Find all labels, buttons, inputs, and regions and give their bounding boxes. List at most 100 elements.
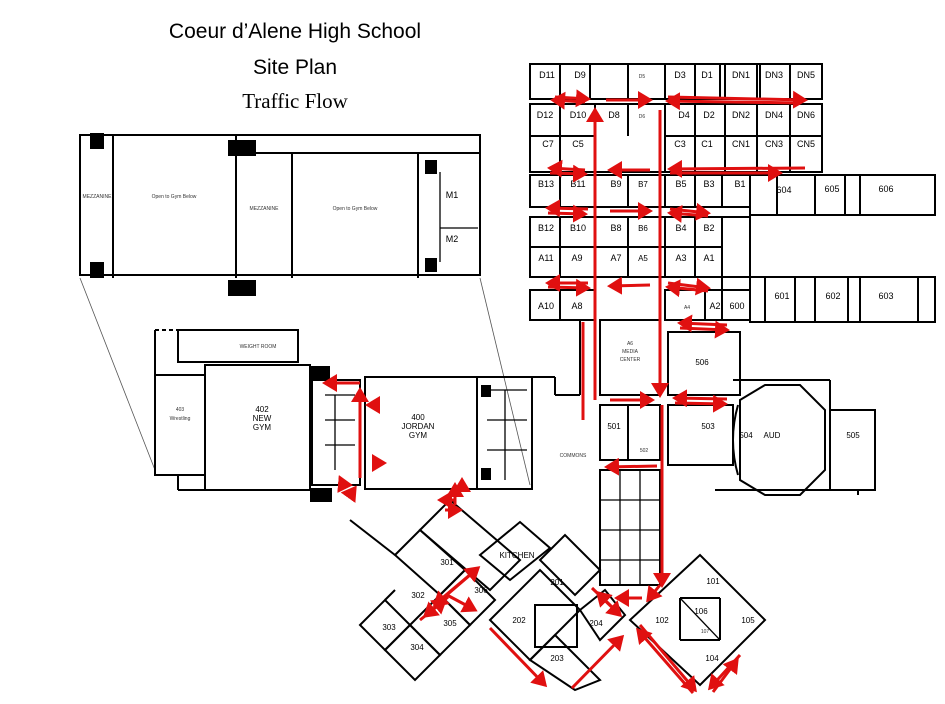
room-a7: A7	[610, 253, 621, 263]
room-c5: C5	[572, 139, 584, 149]
kitchen-label: KITCHEN	[499, 551, 534, 560]
room-505: 505	[846, 431, 860, 440]
room-101: 101	[706, 577, 720, 586]
room-600: 600	[729, 301, 744, 311]
room-302: 302	[411, 591, 425, 600]
site-plan-subtitle: Site Plan	[252, 56, 338, 79]
room-201: 201	[550, 578, 564, 587]
room-304: 304	[410, 643, 424, 652]
room-601: 601	[774, 291, 789, 301]
room-b8: B8	[610, 223, 621, 233]
room-b13: B13	[538, 179, 554, 189]
room-b11: B11	[570, 179, 585, 189]
room-a8: A8	[571, 301, 582, 311]
room-102: 102	[655, 616, 669, 625]
room-605: 605	[824, 184, 839, 194]
room-d4: D4	[678, 110, 690, 120]
jordan-gym-label-1: JORDAN	[402, 422, 435, 431]
room-d2: D2	[703, 110, 715, 120]
room-a5: A5	[638, 254, 648, 263]
room-606: 606	[878, 184, 893, 194]
gym-wing: WEIGHT ROOM 403 Wrestling 402 NEW GYM 40…	[154, 329, 556, 502]
room-204: 204	[589, 619, 603, 628]
room-305: 305	[443, 619, 457, 628]
media-center-label-1: A6	[627, 341, 633, 347]
room-m2: M2	[446, 234, 459, 244]
room-dn1: DN1	[732, 70, 750, 80]
school-name-title: Coeur d’Alene High School	[168, 20, 422, 43]
room-a1: A1	[703, 253, 714, 263]
south-wing: 301 302 303 304 305 306 KITCHEN 201 202 …	[349, 498, 767, 692]
room-d6: D6	[639, 114, 646, 120]
room-502: 502	[640, 448, 649, 454]
room-b5: B5	[675, 179, 686, 189]
room-dn6: DN6	[797, 110, 815, 120]
wrestling-room-name: Wrestling	[170, 416, 191, 422]
room-506: 506	[695, 358, 709, 367]
open-to-gym-right-label: Open to Gym Below	[333, 206, 378, 212]
room-d12: D12	[537, 110, 554, 120]
room-503: 503	[701, 422, 715, 431]
room-m1: M1	[446, 190, 459, 200]
wrestling-room-number: 403	[176, 407, 185, 413]
room-d11: D11	[539, 70, 555, 80]
room-c1: C1	[701, 139, 713, 149]
new-gym-label-1: NEW	[253, 414, 272, 423]
media-center-label-2: MEDIA	[622, 349, 639, 355]
room-b12: B12	[538, 223, 554, 233]
media-center-label-3: CENTER	[620, 357, 641, 363]
room-dn4: DN4	[765, 110, 783, 120]
mezzanine-center-label: MEZZANINE	[250, 206, 280, 212]
room-a9: A9	[571, 253, 582, 263]
room-d1: D1	[701, 70, 713, 80]
auditorium-label: AUD	[764, 431, 781, 440]
traffic-flow-subtitle: Traffic Flow	[242, 89, 348, 113]
classroom-grid: D11 D9 D5 D3 D1 DN1 DN3 DN5 D12 D10 D8 D…	[529, 63, 936, 323]
traffic-flow-arrows	[322, 89, 808, 694]
open-to-gym-left-label: Open to Gym Below	[152, 194, 197, 200]
jordan-gym-number: 400	[411, 413, 425, 422]
room-b6: B6	[638, 224, 648, 233]
commons-label: COMMONS	[560, 453, 587, 459]
room-203: 203	[550, 654, 564, 663]
room-a3: A3	[675, 253, 686, 263]
room-b4: B4	[675, 223, 686, 233]
weight-room-label: WEIGHT ROOM	[240, 344, 277, 350]
room-cn5: CN5	[797, 139, 815, 149]
jordan-gym-label-2: GYM	[409, 431, 428, 440]
center-area: A6 MEDIA CENTER 506 501 502 503 504 AUD …	[555, 319, 876, 586]
room-dn5: DN5	[797, 70, 815, 80]
room-d3: D3	[674, 70, 686, 80]
room-c3: C3	[674, 139, 686, 149]
room-b1: B1	[734, 179, 745, 189]
room-301: 301	[440, 558, 454, 567]
room-d8: D8	[608, 110, 620, 120]
new-gym-number: 402	[255, 405, 269, 414]
room-202: 202	[512, 616, 526, 625]
room-603: 603	[878, 291, 893, 301]
room-dn3: DN3	[765, 70, 783, 80]
room-105: 105	[741, 616, 755, 625]
room-dn2: DN2	[732, 110, 750, 120]
room-504: 504	[739, 431, 753, 440]
room-cn3: CN3	[765, 139, 783, 149]
room-d9: D9	[574, 70, 586, 80]
room-a2: A2	[709, 301, 720, 311]
room-303: 303	[382, 623, 396, 632]
room-d10: D10	[570, 110, 587, 120]
room-306: 306	[474, 586, 488, 595]
room-b3: B3	[703, 179, 714, 189]
room-501: 501	[607, 422, 621, 431]
room-b10: B10	[570, 223, 586, 233]
room-d5: D5	[639, 74, 646, 80]
mezzanine-left-label: MEZZANINE	[83, 194, 113, 200]
room-b9: B9	[610, 179, 621, 189]
room-104: 104	[705, 654, 719, 663]
mezzanine-inset: MEZZANINE Open to Gym Below MEZZANINE Op…	[79, 133, 531, 486]
room-602: 602	[825, 291, 840, 301]
room-604: 604	[776, 185, 791, 195]
room-b7: B7	[638, 180, 648, 189]
room-a10: A10	[538, 301, 554, 311]
room-cn1: CN1	[732, 139, 750, 149]
